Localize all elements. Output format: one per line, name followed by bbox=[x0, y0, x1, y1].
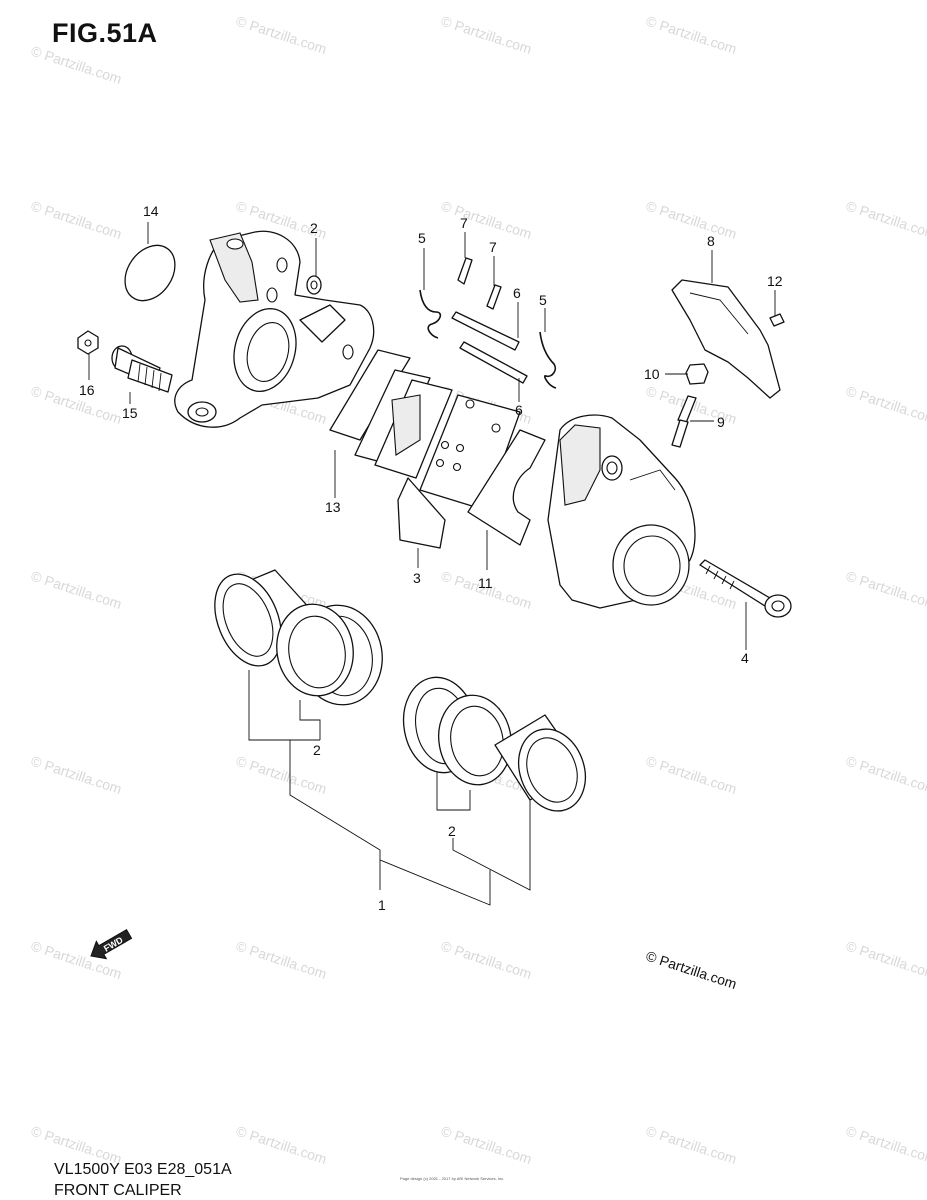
callout-6-lower: 6 bbox=[515, 402, 523, 418]
watermark: © Partzilla.com bbox=[844, 383, 927, 427]
caliper-body bbox=[547, 414, 696, 609]
model-code: VL1500Y E03 E28_051A bbox=[54, 1161, 232, 1178]
watermark: © Partzilla.com bbox=[234, 1123, 329, 1167]
part-8-cover bbox=[671, 279, 781, 399]
part-14-shim bbox=[329, 349, 411, 441]
watermark: © Partzilla.com bbox=[29, 383, 124, 427]
watermark: © Partzilla.com bbox=[29, 753, 124, 797]
watermark: © Partzilla.com bbox=[439, 198, 534, 242]
callout-14: 13 bbox=[325, 499, 341, 515]
caliper-bracket bbox=[174, 230, 375, 428]
watermark: © Partzilla.com bbox=[29, 43, 124, 87]
part-5-spring-left bbox=[419, 289, 442, 339]
callout-13: 11 bbox=[478, 575, 493, 591]
callout-4: 4 bbox=[741, 650, 749, 666]
watermark: © Partzilla.com bbox=[644, 1123, 739, 1167]
callout-labels: 14 2 5 7 7 6 6 5 8 12 10 9 16 15 13 3 11… bbox=[79, 203, 783, 913]
callout-12: 12 bbox=[767, 273, 783, 289]
watermark: © Partzilla.com bbox=[234, 13, 329, 57]
callout-1: 1 bbox=[378, 897, 386, 913]
callout-2-left: 2 bbox=[313, 742, 321, 758]
watermark: © Partzilla.com bbox=[439, 1123, 534, 1167]
callout-7-left: 7 bbox=[460, 215, 468, 231]
part-16-cap bbox=[77, 330, 99, 355]
callout-3: 3 bbox=[413, 570, 421, 586]
watermark: © Partzilla.com bbox=[439, 938, 534, 982]
callout-9: 14 bbox=[143, 203, 159, 219]
watermark: © Partzilla.com bbox=[29, 198, 124, 242]
watermark: © Partzilla.com bbox=[439, 13, 534, 57]
piston-seal-right-inner bbox=[438, 694, 512, 786]
watermark: © Partzilla.com bbox=[234, 753, 329, 797]
part-6-pin-lower bbox=[459, 341, 528, 384]
part-7-clip-right bbox=[486, 284, 502, 310]
watermark: © Partzilla.com bbox=[644, 198, 739, 242]
partzilla-mark: © Partzilla.com bbox=[644, 948, 739, 992]
part-2-seal-top bbox=[306, 275, 322, 295]
part-9-cap bbox=[124, 244, 176, 302]
part-6-pin-upper bbox=[451, 311, 520, 351]
part-4-bolt bbox=[699, 559, 792, 618]
watermark: © Partzilla.com bbox=[844, 568, 927, 612]
callout-8: 8 bbox=[707, 233, 715, 249]
callout-5-left: 5 bbox=[418, 230, 426, 246]
watermark: © Partzilla.com bbox=[844, 198, 927, 242]
callout-2-seal: 2 bbox=[310, 220, 318, 236]
leader-lines bbox=[88, 222, 776, 906]
watermark: © Partzilla.com bbox=[844, 753, 927, 797]
callout-15: 15 bbox=[122, 405, 138, 421]
part-5-spring-right bbox=[539, 331, 557, 389]
footer-fine-print: Page design (c) 2001 - 2017 by ARI Netwo… bbox=[400, 1176, 505, 1181]
callout-7-right: 7 bbox=[489, 239, 497, 255]
piston-seal-left-inner bbox=[276, 603, 354, 697]
callout-16: 16 bbox=[79, 382, 95, 398]
watermark: © Partzilla.com bbox=[844, 938, 927, 982]
part-7-clip-left bbox=[457, 257, 473, 285]
callout-6-upper: 6 bbox=[513, 285, 521, 301]
watermark: © Partzilla.com bbox=[234, 938, 329, 982]
watermark: © Partzilla.com bbox=[844, 1123, 927, 1167]
part-13-shim bbox=[467, 429, 546, 546]
figure-title: FIG.51A bbox=[52, 18, 158, 48]
part-10-bleeder bbox=[671, 395, 697, 448]
callout-2-right: 2 bbox=[448, 823, 456, 839]
callout-5-right: 5 bbox=[539, 292, 547, 308]
piston-right bbox=[494, 714, 586, 812]
callout-10: 9 bbox=[717, 414, 725, 430]
callout-11: 10 bbox=[644, 366, 660, 382]
watermark: © Partzilla.com bbox=[644, 13, 739, 57]
watermark: © Partzilla.com bbox=[29, 568, 124, 612]
part-12-screw bbox=[769, 313, 785, 327]
watermark: © Partzilla.com bbox=[644, 753, 739, 797]
part-15-pin-bolt bbox=[111, 345, 173, 393]
section-name: FRONT CALIPER bbox=[54, 1182, 182, 1199]
part-11-cap bbox=[685, 363, 709, 385]
